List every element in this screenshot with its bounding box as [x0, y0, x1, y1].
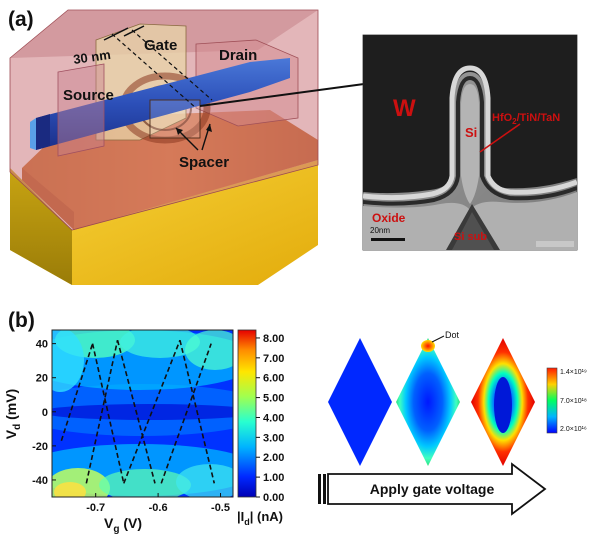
scale-bar-label: 20nm [370, 226, 390, 235]
colorbar-tick-label: 0.00 [263, 492, 284, 504]
heatmap-blob [52, 404, 233, 420]
silicon-label: Si [465, 125, 477, 140]
heatmap-blob [99, 469, 191, 497]
heatmap-field [52, 330, 233, 497]
x-tick-label: -0.5 [211, 502, 230, 514]
potential-maps: Dot [328, 330, 535, 466]
device-3d-illustration: Gate Drain Source Spacer 30 nm [9, 9, 319, 285]
arrow-shape [327, 462, 547, 516]
source-block [57, 63, 105, 157]
y-tick-label: 40 [36, 339, 48, 351]
silicon-fin [461, 84, 479, 204]
arrow-tail-bar [318, 474, 321, 504]
potential-core [494, 377, 512, 433]
colorbar-ticks: 0.00 1.00 2.00 3.00 4.00 5.00 6.00 7.00 8.00 [256, 333, 284, 504]
gate-label: Gate [144, 37, 177, 54]
colorbar-tick-label: 4.00 [263, 412, 284, 424]
source-label: Source [63, 87, 114, 104]
spacer-arrowhead-left [176, 128, 183, 135]
potential-diamond-initial [328, 338, 392, 466]
colorbar-gradient [237, 329, 257, 498]
arrow-tail-bar [323, 474, 326, 504]
silicon-substrate-inner [452, 212, 494, 250]
gate-voltage-arrow: Apply gate voltage [318, 462, 547, 516]
dimension-tick-right [123, 25, 145, 37]
wire-end-face [36, 114, 50, 150]
diamond-edge-line [116, 340, 156, 484]
substrate-label: Si sub [454, 231, 487, 243]
oxide-label: Oxide [372, 211, 406, 225]
potential-scale-min: 2.0×10¹⁶ [560, 426, 587, 433]
tem-micrograph: 20nm W Si HfO2/TiN/TaN Oxide Si sub [362, 34, 578, 251]
colorbar-tick-label: 6.00 [263, 373, 284, 385]
diamond-edge-line [179, 340, 216, 484]
y-axis-ticks: -40 -20 0 20 40 [32, 339, 56, 487]
x-axis-ticks: -0.7 -0.6 -0.5 [86, 493, 230, 514]
dimension-line-right [131, 29, 213, 101]
colorbar-tick-label: 2.00 [263, 452, 284, 464]
zoom-connector-line [199, 83, 365, 107]
diamond-edge-line [160, 343, 212, 484]
x-tick-label: -0.6 [149, 502, 168, 514]
gated-channel-box [149, 99, 201, 139]
x-axis-label: Vg (V) [104, 515, 142, 535]
diamond-edge-line [60, 343, 94, 442]
colorbar-label: |Id| (nA) [237, 509, 283, 527]
colorbar-tick-label: 7.00 [263, 353, 284, 365]
spacer-arrowhead-right [206, 124, 212, 132]
dimension-tick-left [103, 27, 129, 41]
tungsten-label: W [393, 95, 416, 122]
gate-stack-dark-band [363, 75, 577, 206]
heatmap-frame [51, 329, 234, 498]
current-colorbar: 0.00 1.00 2.00 3.00 4.00 5.00 6.00 7.00 8.00 |Id… [237, 329, 284, 527]
panel-b-label: (b) [8, 309, 35, 332]
diamond-edge-line [123, 339, 181, 484]
gate-stack-pointer [479, 123, 521, 153]
dot-label: Dot [445, 330, 460, 340]
gate-stack-outline [363, 65, 577, 201]
stability-diagram: -0.7 -0.6 -0.5 -40 -20 0 20 40 Vg (V) Vd (mV) [3, 329, 234, 535]
wire-end-highlight [30, 118, 36, 150]
heatmap-blob [52, 330, 84, 392]
tungsten-region [363, 35, 577, 194]
colorbar-tick-label: 1.00 [263, 472, 284, 484]
potential-diamond-middle [396, 338, 460, 466]
heatmap-blob [185, 330, 233, 370]
arrow-label: Apply gate voltage [370, 481, 495, 497]
quantum-dot-marker [421, 340, 435, 352]
colorbar-tick-label: 5.00 [263, 393, 284, 405]
heatmap-blob [120, 330, 200, 358]
potential-scale-max: 1.4×10¹⁹ [560, 369, 587, 376]
x-tick-label: -0.7 [86, 502, 105, 514]
potential-colorbar: 1.4×10¹⁹ 7.0×10¹⁸ 2.0×10¹⁶ [546, 367, 587, 434]
potential-colorbar-gradient [546, 367, 558, 434]
silicon-nanowire [36, 58, 290, 150]
substrate-front-face [10, 168, 72, 285]
potential-scale-mid: 7.0×10¹⁸ [560, 398, 587, 405]
colorbar-tick-label: 8.00 [263, 333, 284, 345]
dimension-label: 30 nm [72, 47, 111, 67]
panel-b: (b) -0.7 -0.6 -0.5 -40 -20 0 20 40 [3, 309, 587, 535]
y-tick-label: 20 [36, 373, 48, 385]
spacer-label: Spacer [179, 154, 229, 171]
heatmap-blob [54, 482, 86, 497]
gate-stack-label: HfO2/TiN/TaN [492, 112, 560, 126]
panel-a-label: (a) [8, 8, 34, 31]
scale-bar [371, 238, 405, 241]
substrate-block [10, 160, 318, 285]
heatmap-blob [176, 464, 233, 497]
coulomb-diamond-lines [60, 339, 216, 484]
dot-pointer [431, 335, 445, 343]
tem-info-strip [536, 241, 574, 247]
y-tick-label: -20 [32, 441, 48, 453]
colorbar-tick-label: 3.00 [263, 432, 284, 444]
y-tick-label: 0 [42, 407, 48, 419]
panel-a: (a) [8, 8, 578, 285]
y-axis-label: Vd (mV) [3, 389, 23, 439]
drain-label: Drain [219, 47, 257, 64]
dimension-line-left [111, 33, 197, 109]
diamond-edge-line [85, 340, 119, 484]
y-tick-label: -40 [32, 475, 48, 487]
